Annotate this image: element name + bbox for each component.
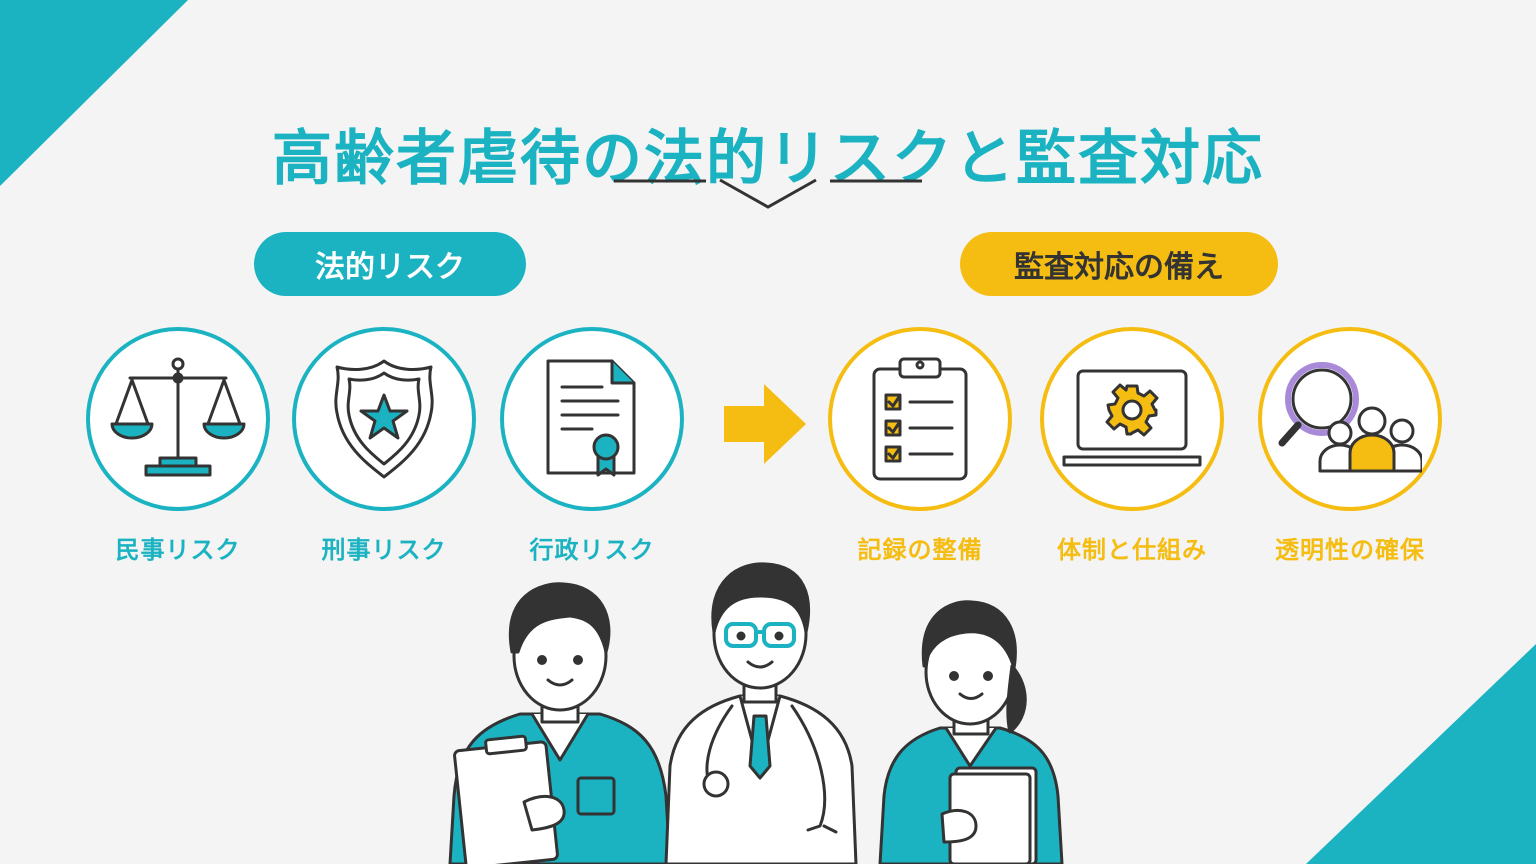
administrative-risk-label: 行政リスク bbox=[529, 536, 655, 564]
audit-heading: 監査対応の備え bbox=[960, 232, 1278, 296]
records-label: 記録の整備 bbox=[857, 536, 983, 564]
legal-risk-heading: 法的リスク bbox=[254, 232, 526, 296]
laptop-gear-icon bbox=[1062, 369, 1202, 467]
page-title: 高齢者虐待の法的リスクと監査対応 bbox=[272, 124, 1264, 195]
corner-accent-top-left bbox=[0, 0, 188, 186]
clipboard-checklist-icon bbox=[872, 357, 968, 481]
police-badge-icon bbox=[334, 359, 434, 479]
nurse-left-figure bbox=[448, 582, 672, 864]
criminal-risk-circle bbox=[292, 327, 476, 511]
transparency-label: 透明性の確保 bbox=[1275, 536, 1425, 564]
doctor-figure bbox=[664, 562, 858, 864]
administrative-risk-circle bbox=[500, 327, 684, 511]
certificate-document-icon bbox=[546, 359, 636, 477]
arrow-right-icon bbox=[724, 384, 806, 464]
civil-risk-label: 民事リスク bbox=[115, 536, 241, 564]
scales-icon bbox=[110, 357, 246, 477]
corner-accent-bottom-right bbox=[1306, 644, 1536, 864]
criminal-risk-label: 刑事リスク bbox=[321, 536, 447, 564]
civil-risk-circle bbox=[86, 327, 270, 511]
magnifier-people-icon bbox=[1278, 362, 1422, 473]
transparency-circle bbox=[1258, 327, 1442, 511]
chevron-divider bbox=[614, 178, 922, 209]
records-circle bbox=[828, 327, 1012, 511]
nurse-right-figure bbox=[878, 600, 1064, 864]
system-circle bbox=[1040, 327, 1224, 511]
system-label: 体制と仕組み bbox=[1057, 536, 1207, 564]
staff-illustration bbox=[448, 562, 1064, 864]
